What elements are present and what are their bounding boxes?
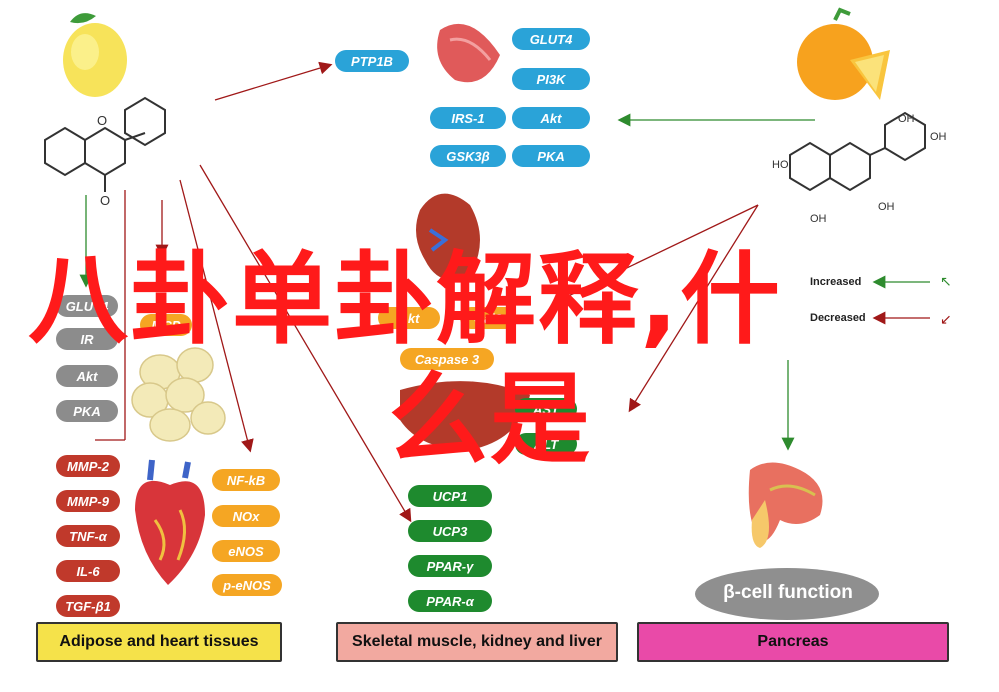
muscle-icon <box>437 23 500 83</box>
adipocytes-icon <box>131 347 226 442</box>
pill-p-enos: p-eNOS <box>212 574 282 596</box>
pill-caspase3: Caspase 3 <box>400 348 494 370</box>
kidney-icon <box>416 193 480 280</box>
pill-mcp: MCP <box>140 314 192 336</box>
pancreas-icon <box>748 462 823 548</box>
lemon-icon <box>63 13 127 97</box>
pill-ptp1b: PTP1B <box>335 50 409 72</box>
pill-akt-top: Akt <box>512 107 590 129</box>
flavone-structure-icon <box>44 96 166 192</box>
pill-ppar-alpha: PPAR-α <box>408 590 492 612</box>
svg-text:OH: OH <box>898 113 915 125</box>
svg-text:HO: HO <box>772 159 789 171</box>
heart-icon <box>135 459 205 585</box>
pill-mmp2: MMP-2 <box>56 455 120 477</box>
pill-ucp3: UCP3 <box>408 520 492 542</box>
pill-akt-left: Akt <box>56 365 118 387</box>
beta-cell-badge <box>695 568 879 620</box>
footer-pancreas: Pancreas <box>637 622 949 662</box>
beta-cell-label: β-cell function <box>723 582 853 603</box>
pill-gal3: Gal3 <box>460 307 516 329</box>
svg-text:↖: ↖ <box>940 274 952 290</box>
pill-akt-center: Akt <box>378 307 440 329</box>
svg-text:O: O <box>97 113 107 128</box>
svg-text:O: O <box>100 193 110 208</box>
pill-alt: ALT <box>515 433 577 455</box>
svg-text:OH: OH <box>810 213 827 225</box>
svg-text:↙: ↙ <box>940 312 952 328</box>
label-decreased: Decreased <box>810 312 866 324</box>
footer-muscle-kidney-liver: Skeletal muscle, kidney and liver <box>336 622 618 662</box>
pill-il6: IL-6 <box>56 560 120 582</box>
label-increased: Increased <box>810 276 862 288</box>
orange-fruit-icon <box>797 7 890 100</box>
pill-pi3k: PI3K <box>512 68 590 90</box>
pill-ast: AST <box>515 398 577 420</box>
svg-text:OH: OH <box>930 131 947 143</box>
overlay-title-line1: 八卦单卦解释,什 <box>28 241 782 358</box>
liver-icon <box>400 381 530 450</box>
pill-tgfb1: TGF-β1 <box>56 595 120 617</box>
pill-ir: IR <box>56 328 118 350</box>
pill-nfkb: NF-kB <box>212 469 280 491</box>
pill-gsk3b: GSK3β <box>430 145 506 167</box>
pill-enos: eNOS <box>212 540 280 562</box>
pill-mmp9: MMP-9 <box>56 490 120 512</box>
pill-glut4-top: GLUT4 <box>512 28 590 50</box>
pill-nox: NOx <box>212 505 280 527</box>
pill-glut4-left: GLUT4 <box>56 295 118 317</box>
pill-ppar-gamma: PPAR-γ <box>408 555 492 577</box>
quercetin-structure-icon <box>789 111 926 192</box>
pill-irs1: IRS-1 <box>430 107 506 129</box>
pill-ucp1: UCP1 <box>408 485 492 507</box>
svg-text:OH: OH <box>878 201 895 213</box>
pill-tnfa: TNF-α <box>56 525 120 547</box>
pill-pka-top: PKA <box>512 145 590 167</box>
pill-pka-left: PKA <box>56 400 118 422</box>
overlay-title-line2: 么是 <box>388 361 592 478</box>
footer-adipose-heart: Adipose and heart tissues <box>36 622 282 662</box>
